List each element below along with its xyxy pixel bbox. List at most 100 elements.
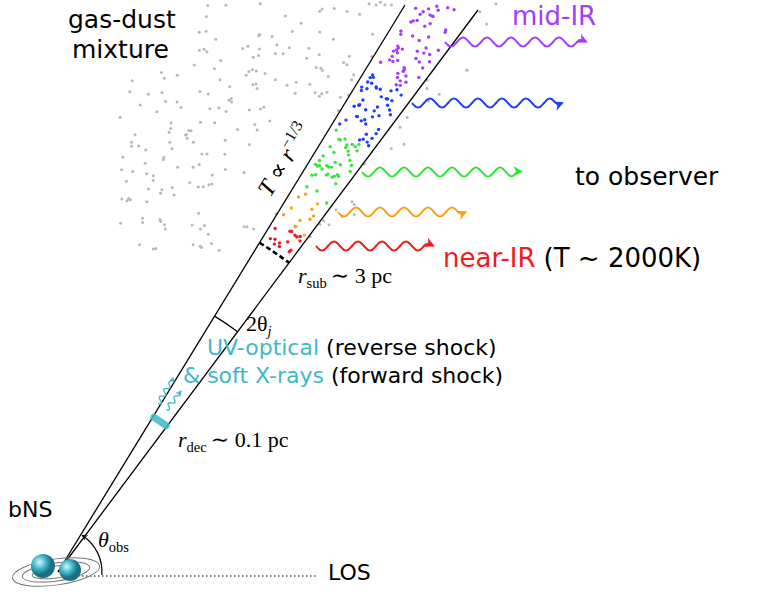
dust-dot — [192, 141, 195, 144]
dust-dot — [308, 83, 311, 86]
dust-dot — [286, 240, 289, 243]
dust-dot — [275, 44, 278, 47]
dust-dot — [223, 153, 226, 156]
opening-angle-arc — [215, 316, 238, 332]
dust-dot — [202, 185, 205, 188]
dust-dot — [163, 223, 166, 226]
dust-dot — [339, 96, 342, 99]
dust-dot — [314, 91, 317, 94]
figure-label: ∼ 3 pc — [331, 263, 392, 288]
dust-dot — [318, 95, 321, 98]
dust-dot — [377, 128, 380, 131]
dust-dot — [348, 159, 351, 162]
dust-dot — [255, 82, 258, 85]
dust-dot — [322, 219, 325, 222]
dust-dot — [414, 7, 417, 10]
dust-dot — [210, 242, 213, 245]
dust-dot — [176, 166, 179, 169]
dust-dot — [184, 133, 187, 136]
dust-dot — [443, 31, 446, 34]
dust-dot — [295, 81, 298, 84]
dust-dot — [288, 46, 291, 49]
dust-dot — [399, 84, 402, 87]
dust-dot — [399, 126, 402, 129]
dust-dot — [427, 35, 430, 38]
figure-label: sub — [307, 275, 327, 291]
dust-dot — [252, 56, 255, 59]
dust-dot — [208, 107, 211, 110]
label-group: mid-IR — [512, 2, 596, 32]
dust-dot — [218, 249, 221, 252]
dust-dot — [368, 2, 371, 5]
dust-dot — [219, 59, 222, 62]
dust-dot — [338, 122, 341, 125]
dust-dot — [257, 54, 260, 57]
dust-dot — [251, 83, 254, 86]
dust-dot — [404, 74, 407, 77]
dust-dot — [330, 165, 333, 168]
dust-dot — [339, 163, 342, 166]
dust-dot — [315, 189, 318, 192]
dust-dot — [399, 93, 402, 96]
dust-dot — [375, 4, 378, 7]
dust-dot — [316, 202, 319, 205]
dust-dot — [207, 183, 210, 186]
dust-dot — [415, 19, 418, 22]
dust-dot — [152, 179, 155, 182]
dust-dot — [356, 115, 359, 118]
dust-dot — [144, 162, 147, 165]
dust-dot — [328, 223, 331, 226]
dust-dot — [388, 108, 391, 111]
dust-dot — [228, 85, 231, 88]
figure-label: UV-optical — [207, 335, 319, 360]
dust-dot — [418, 60, 421, 63]
dust-dot — [224, 4, 227, 7]
dust-dot — [305, 57, 308, 60]
dust-dot — [399, 79, 402, 82]
dust-dot — [303, 233, 306, 236]
dust-dot — [211, 174, 214, 177]
dust-dot — [334, 128, 337, 131]
dust-dot — [294, 225, 297, 228]
dust-dot — [325, 201, 328, 204]
dust-dot — [390, 3, 393, 6]
dust-dot — [465, 69, 468, 72]
dust-dot — [358, 138, 361, 141]
dust-dot — [159, 192, 162, 195]
dust-dot — [171, 186, 174, 189]
dust-dot — [396, 72, 399, 75]
dust-dot — [199, 228, 202, 231]
ir-emission-arrow — [445, 38, 586, 47]
dust-dot — [258, 47, 261, 50]
dust-dot — [207, 92, 210, 95]
dust-dot — [414, 57, 417, 60]
dust-dot — [326, 172, 329, 175]
dust-dot — [428, 22, 431, 25]
label-group: rdec∼ 0.1 pc — [178, 428, 288, 456]
dust-dot — [169, 127, 172, 130]
dust-dot — [230, 100, 233, 103]
dust-dot — [290, 206, 293, 209]
dust-dot — [230, 97, 233, 100]
dust-dot — [360, 119, 363, 122]
dust-dot — [160, 71, 163, 74]
dust-dot — [318, 53, 321, 56]
dust-dot — [383, 3, 386, 6]
label-group: gas-dust — [68, 6, 176, 34]
shock-front — [154, 417, 166, 425]
dust-dot — [352, 105, 355, 108]
dust-dot — [144, 149, 147, 152]
dust-dot — [431, 15, 434, 18]
dust-dot — [282, 213, 285, 216]
dust-dot — [173, 193, 176, 196]
dust-dot — [315, 66, 318, 69]
dust-dot — [141, 221, 144, 224]
dust-dot — [191, 224, 194, 227]
dust-dot — [333, 161, 336, 164]
dust-dot — [316, 164, 319, 167]
dust-dot — [176, 100, 179, 103]
dust-dot — [224, 139, 227, 142]
dust-dot — [320, 167, 323, 170]
dust-dot — [327, 75, 330, 78]
dust-dot — [396, 51, 399, 54]
